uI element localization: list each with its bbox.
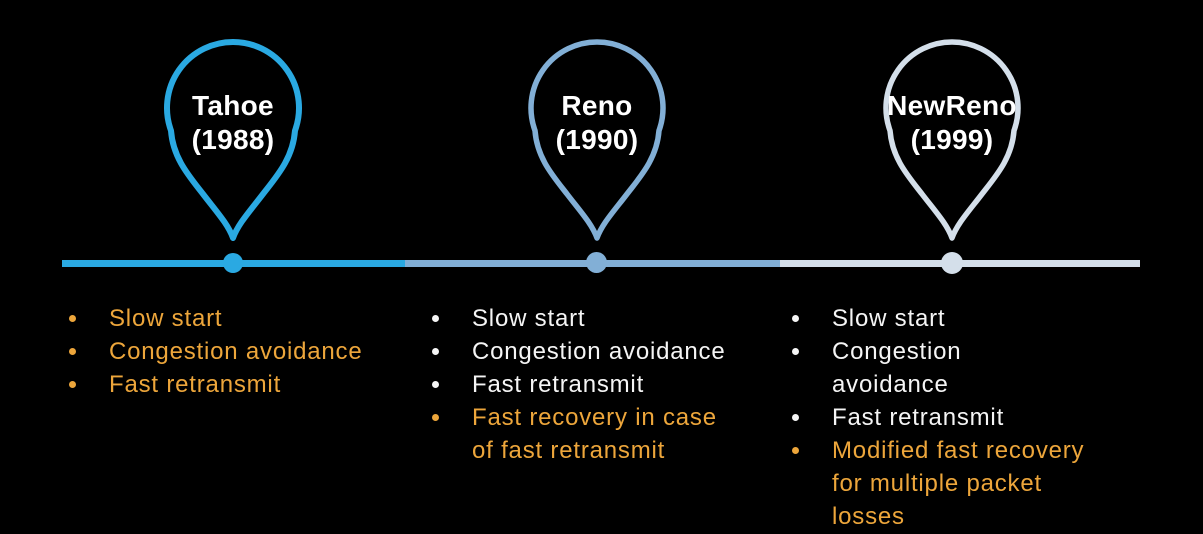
list-item: Fast retransmit bbox=[62, 368, 407, 401]
milestone-pin-tahoe: Tahoe (1988) bbox=[153, 34, 313, 244]
feature-text: Fast recovery in case of fast retransmit bbox=[472, 404, 717, 464]
bullet-icon bbox=[425, 401, 472, 434]
milestone-pin-reno: Reno (1990) bbox=[517, 34, 677, 244]
milestone-label-reno: Reno (1990) bbox=[517, 89, 677, 157]
milestone-name: NewReno bbox=[887, 90, 1017, 121]
list-item: Modified fast recovery for multiple pack… bbox=[785, 434, 1085, 533]
feature-text: Slow start bbox=[472, 305, 586, 332]
bullet-icon bbox=[425, 302, 472, 335]
list-item: Slow start bbox=[785, 302, 1085, 335]
bullet-icon bbox=[785, 401, 832, 434]
feature-text: Congestion avoidance bbox=[109, 338, 363, 365]
milestone-year: (1990) bbox=[555, 124, 639, 155]
feature-text: Slow start bbox=[832, 305, 946, 332]
list-item: Slow start bbox=[425, 302, 737, 335]
milestone-label-tahoe: Tahoe (1988) bbox=[153, 89, 313, 157]
milestone-year: (1999) bbox=[910, 124, 994, 155]
feature-list-newreno: Slow start Congestion avoidance Fast ret… bbox=[785, 302, 1085, 533]
feature-text: Slow start bbox=[109, 305, 223, 332]
bullet-icon bbox=[785, 434, 832, 467]
map-pin-icon bbox=[528, 39, 666, 241]
feature-text: Fast retransmit bbox=[472, 371, 645, 398]
list-item: Fast retransmit bbox=[425, 368, 737, 401]
bullet-icon bbox=[785, 302, 832, 335]
feature-text: Congestion avoidance bbox=[832, 338, 962, 398]
bullet-icon bbox=[425, 368, 472, 401]
list-item: Congestion avoidance bbox=[425, 335, 737, 368]
feature-text: Fast retransmit bbox=[832, 404, 1005, 431]
map-pin-icon bbox=[164, 38, 302, 241]
milestone-name: Reno bbox=[561, 90, 633, 121]
bullet-icon bbox=[62, 335, 109, 368]
feature-text: Fast retransmit bbox=[109, 371, 282, 398]
list-item: Fast recovery in case of fast retransmit bbox=[425, 401, 737, 467]
timeline-dot-tahoe bbox=[223, 253, 243, 273]
bullet-icon bbox=[785, 335, 832, 368]
feature-text: Modified fast recovery for multiple pack… bbox=[832, 437, 1085, 530]
feature-list-reno: Slow start Congestion avoidance Fast ret… bbox=[425, 302, 737, 467]
milestone-year: (1988) bbox=[191, 124, 275, 155]
milestone-label-newreno: NewReno (1999) bbox=[872, 89, 1032, 157]
milestone-name: Tahoe bbox=[192, 90, 274, 121]
list-item: Congestion avoidance bbox=[62, 335, 407, 368]
milestone-pin-newreno: NewReno (1999) bbox=[872, 34, 1032, 244]
timeline-dot-reno bbox=[586, 252, 607, 273]
feature-text: Congestion avoidance bbox=[472, 338, 726, 365]
bullet-icon bbox=[62, 302, 109, 335]
timeline-dot-newreno bbox=[941, 252, 963, 274]
bullet-icon bbox=[425, 335, 472, 368]
bullet-icon bbox=[62, 368, 109, 401]
list-item: Congestion avoidance bbox=[785, 335, 1085, 401]
map-pin-icon bbox=[883, 39, 1021, 241]
list-item: Slow start bbox=[62, 302, 407, 335]
list-item: Fast retransmit bbox=[785, 401, 1085, 434]
feature-list-tahoe: Slow start Congestion avoidance Fast ret… bbox=[62, 302, 407, 401]
